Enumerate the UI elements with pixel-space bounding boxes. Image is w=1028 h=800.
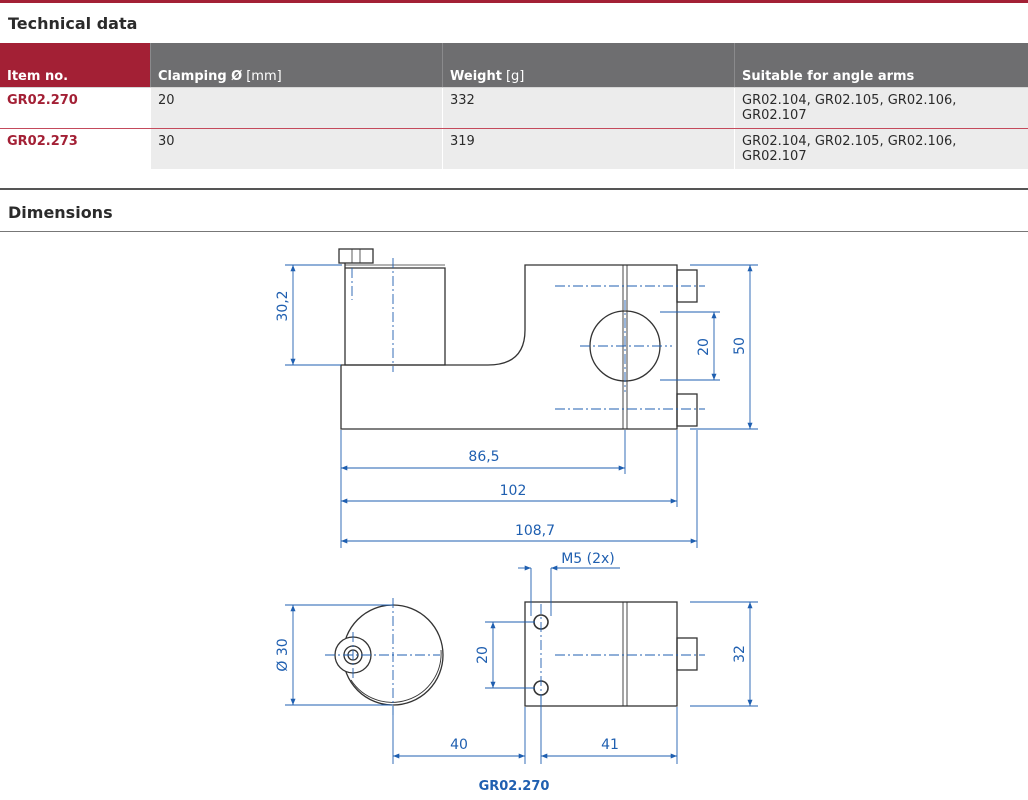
- clamp-body: [344, 263, 446, 366]
- table-row: GR02.270 20 332 GR02.104, GR02.105, GR02…: [0, 87, 1028, 128]
- dim-bore-spacing: 20: [696, 338, 712, 356]
- dim-diameter: Ø 30: [275, 638, 291, 671]
- item-no-cell[interactable]: GR02.270: [0, 88, 150, 128]
- section-divider: [0, 188, 1028, 190]
- drawing-caption: GR02.270: [478, 779, 550, 794]
- dim-width: 32: [732, 645, 748, 663]
- table-row: GR02.273 30 319 GR02.104, GR02.105, GR02…: [0, 128, 1028, 169]
- item-no-cell[interactable]: GR02.273: [0, 129, 150, 169]
- technical-data-title: Technical data: [8, 14, 138, 33]
- dim-dist-left: 40: [450, 737, 468, 753]
- suitable-cell: GR02.104, GR02.105, GR02.106, GR02.107: [734, 88, 1028, 128]
- weight-cell: 319: [442, 129, 734, 169]
- top-view-dimensions: [285, 565, 758, 764]
- dimensions-title: Dimensions: [8, 203, 113, 222]
- side-view-dimensions: [285, 264, 758, 548]
- dim-length-total: 108,7: [515, 523, 555, 539]
- table-header-row: Item no. Clamping Ø[mm] Weight[g] Suitab…: [0, 43, 1028, 87]
- top-view: [334, 601, 698, 707]
- header-weight: Weight[g]: [442, 43, 734, 87]
- dimension-drawing: 30,2 20 50 86,5 102 108,7: [275, 248, 758, 764]
- dim-length-to-bore: 86,5: [468, 449, 499, 465]
- clamping-cell: 20: [150, 88, 442, 128]
- side-view-centerlines: [351, 258, 705, 410]
- top-accent-rule: [0, 0, 1028, 3]
- technical-data-table: Item no. Clamping Ø[mm] Weight[g] Suitab…: [0, 43, 1028, 169]
- top-view-centerlines: [325, 598, 705, 715]
- weight-cell: 332: [442, 88, 734, 128]
- header-clamping: Clamping Ø[mm]: [150, 43, 442, 87]
- screw-right-bottom: [676, 393, 698, 427]
- dim-dist-right: 41: [601, 737, 619, 753]
- dim-height-left: 30,2: [275, 290, 291, 321]
- dim-hole-spacing: 20: [475, 646, 491, 664]
- section-divider: [0, 231, 1028, 232]
- header-suitable: Suitable for angle arms: [734, 43, 1028, 87]
- clamping-cell: 30: [150, 129, 442, 169]
- screw-right: [676, 637, 698, 671]
- header-item-no: Item no.: [0, 43, 150, 87]
- dim-length-body: 102: [500, 483, 527, 499]
- screw-head: [338, 248, 374, 264]
- dim-total-height: 50: [732, 337, 748, 355]
- suitable-cell: GR02.104, GR02.105, GR02.106, GR02.107: [734, 129, 1028, 169]
- dim-thread-note: M5 (2x): [561, 551, 615, 567]
